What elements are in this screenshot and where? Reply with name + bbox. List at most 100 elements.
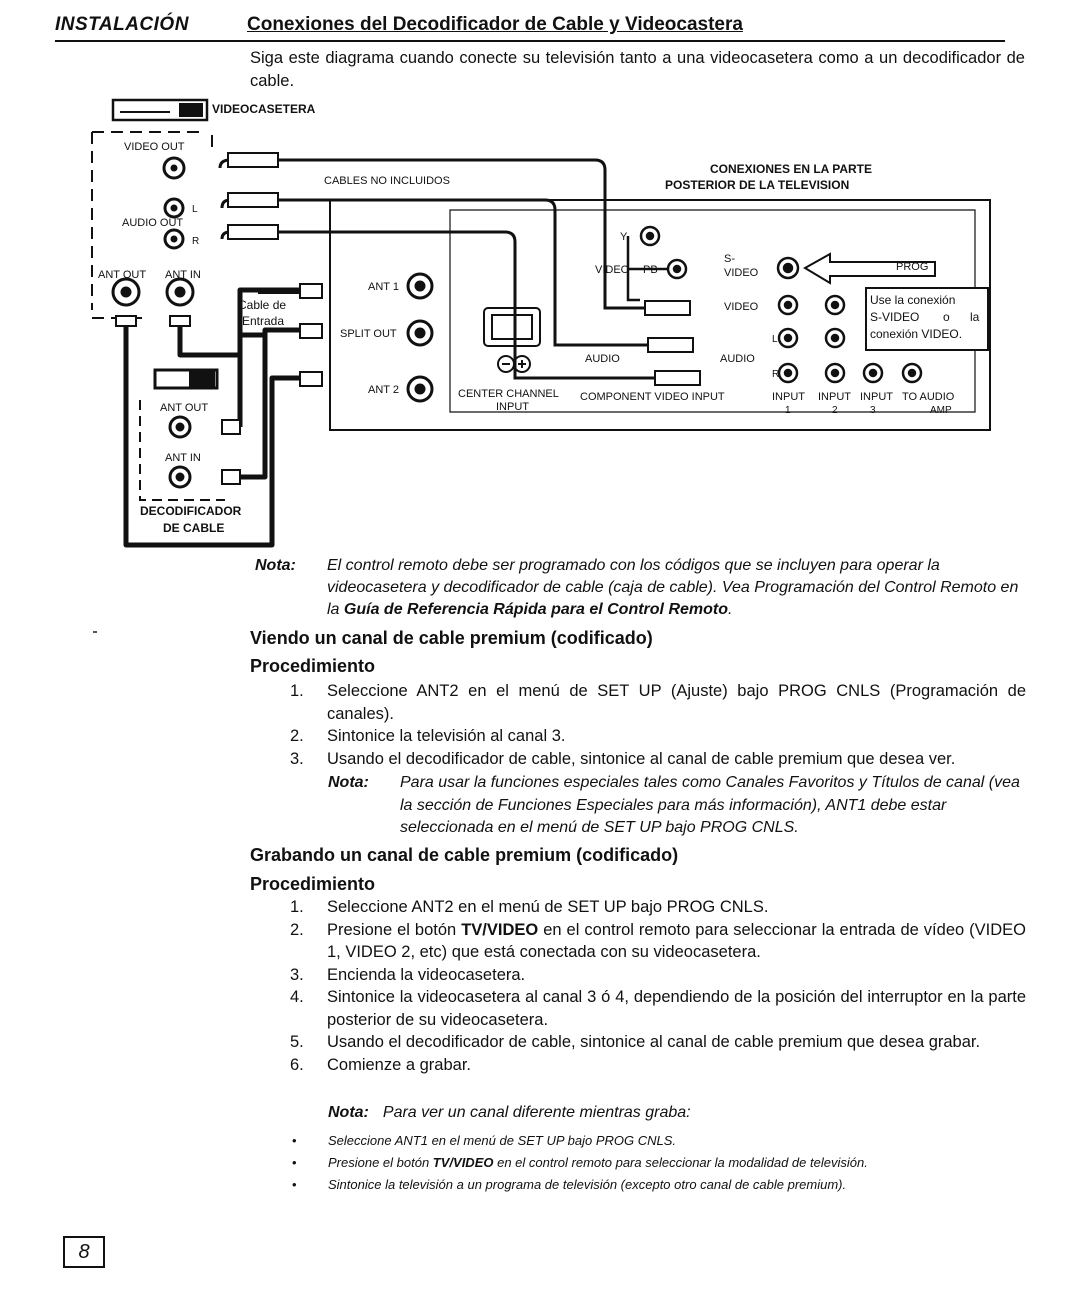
vcr-ant-in-label: ANT IN: [165, 269, 201, 281]
bullet-text: Seleccione ANT1 en el menú de SET UP baj…: [328, 1133, 677, 1148]
list-item: 2. Sintonice la televisión al canal 3.: [270, 725, 1026, 748]
prog-label: PROG: [896, 261, 928, 273]
list-item: Presione el botón TV/VIDEO en el control…: [290, 1152, 868, 1174]
s-video-label-2: VIDEO: [724, 267, 759, 279]
input-1-number: 1: [785, 405, 791, 416]
section2-procedure: Procedimiento: [250, 874, 376, 894]
component-pb-label: PB: [643, 264, 658, 276]
list-item: 3.Usando el decodificador de cable, sint…: [270, 748, 1026, 771]
step-text: Comienze a grabar.: [327, 1055, 471, 1074]
step-text: Sintonice la videocasetera al canal 3 ó …: [327, 988, 1026, 1029]
note-text: El control remoto debe ser programado co…: [327, 557, 1019, 618]
prog-arrow: [803, 252, 936, 285]
vcr-ant-out-jack: [111, 277, 141, 307]
decoder-ant-out-jack: [168, 415, 192, 439]
step-number: 6.: [290, 1055, 304, 1074]
section1-note: Nota: Para usar la funciones especiales …: [328, 772, 1028, 840]
list-item: 4. Sintonice la videocasetera al canal 3 …: [270, 986, 1026, 1031]
connection-diagram: VIDEOCASETERA VIDEO OUT L AUDIO OUT R AN…: [91, 98, 991, 548]
list-item: 2. Presione el botón TV/VIDEO en el contr…: [270, 919, 1026, 964]
vcr-ant-out-label: ANT OUT: [98, 269, 146, 281]
step-number: 4.: [290, 988, 304, 1006]
input-2-label: INPUT: [818, 391, 851, 403]
list-item: 5.Usando el decodificador de cable, sint…: [270, 1031, 1026, 1054]
component-y-jack: [639, 225, 661, 247]
center-channel-terminal: [483, 307, 541, 347]
component-y-label: Y: [620, 231, 628, 243]
bullet-bold: TV/VIDEO: [432, 1155, 494, 1170]
callout-box: [865, 287, 989, 351]
ant2-label: ANT 2: [368, 384, 399, 396]
audio-l-input-1-jack: [777, 327, 799, 349]
audio-amp-out-jack: [901, 362, 923, 384]
section2-bullets: Seleccione ANT1 en el menú de SET UP baj…: [290, 1130, 868, 1196]
input-2-number: 2: [832, 405, 838, 416]
step-text: Seleccione ANT2 en el menú de SET UP (Aj…: [327, 682, 1026, 723]
ant1-label: ANT 1: [368, 281, 399, 293]
page-number: 8: [63, 1236, 105, 1268]
component-video-label: VIDEO: [595, 264, 630, 276]
step-text: Encienda la videocasetera.: [327, 965, 526, 984]
page-header: INSTALACIÓN Conexiones del Decodificador…: [55, 14, 1005, 42]
step-number: 1.: [290, 898, 304, 916]
decoder-label-1: DECODIFICADOR: [140, 504, 242, 518]
callout-line-2b: o: [943, 310, 950, 324]
decoder-label-2: DE CABLE: [163, 521, 224, 535]
section2-steps: 1.Seleccione ANT2 en el menú de SET UP b…: [270, 896, 1026, 1076]
decoder-ant-in-jack: [168, 465, 192, 489]
audio-l-label: L: [192, 204, 198, 215]
s-video-label-1: S-: [724, 253, 735, 265]
section1-steps: 1.Seleccione ANT2 en el menú de SET UP (…: [270, 680, 1026, 770]
step-number: 2.: [290, 727, 304, 745]
callout-line-3: conexión VIDEO.: [870, 327, 962, 341]
callout-line-1: Use la conexión: [870, 293, 955, 307]
component-audio-label: AUDIO: [585, 353, 620, 365]
step-number: 2.: [290, 920, 304, 939]
step-text: Sintonice la televisión al canal 3.: [327, 727, 566, 745]
rca-cables: [218, 158, 655, 380]
decoder-icon: [153, 368, 219, 390]
video-input-label: VIDEO: [724, 301, 759, 313]
list-item: 1.Seleccione ANT2 en el menú de SET UP (…: [270, 680, 1026, 725]
step-text: Presione el botón: [327, 920, 462, 939]
tv-rear-panel: [329, 199, 991, 431]
audio-input-label: AUDIO: [720, 353, 755, 365]
audio-amp-label-1: TO AUDIO: [902, 391, 955, 403]
audio-input-3-jack: [862, 362, 884, 384]
tv-ant1-jack: [406, 272, 434, 300]
s-video-jack: [776, 256, 800, 280]
vcr-label: VIDEOCASETERA: [212, 102, 316, 116]
section2-heading: Grabando un canal de cable premium (codi…: [250, 845, 679, 865]
audio-l-input-2-jack: [824, 327, 846, 349]
video-out-label: VIDEO OUT: [124, 141, 185, 153]
note-label: Nota:: [328, 1104, 369, 1121]
remote-note: Nota: El control remoto debe ser program…: [255, 555, 1030, 621]
section1-procedure: Procedimiento: [250, 656, 376, 676]
cables-not-included-label: CABLES NO INCLUIDOS: [324, 175, 450, 187]
note-label: Nota:: [255, 557, 296, 574]
center-channel-label-1: CENTER CHANNEL: [458, 388, 559, 400]
audio-r-input-2-jack: [824, 362, 846, 384]
center-channel-label-2: INPUT: [496, 401, 529, 413]
note-text: Para usar la funciones especiales tales …: [400, 774, 1020, 836]
note-text: Para ver un canal diferente mientras gra…: [382, 1104, 691, 1121]
vcr-audio-r-jack: [163, 228, 185, 250]
video-input-1-jack: [777, 294, 799, 316]
section-title: INSTALACIÓN: [55, 14, 189, 35]
step-bold: TV/VIDEO: [461, 920, 539, 939]
video-input-2-jack: [824, 294, 846, 316]
section2-note: Nota: Para ver un canal diferente mientra…: [328, 1104, 691, 1122]
note-end: .: [728, 601, 733, 618]
step-number: 3.: [290, 749, 304, 768]
cable-input-label-1: Cable de: [238, 298, 286, 312]
audio-amp-label-2: AMP: [930, 405, 952, 416]
callout-line-2a: S-VIDEO: [870, 310, 919, 324]
margin-mark: [93, 631, 97, 633]
intro-paragraph: Siga este diagrama cuando conecte su tel…: [250, 49, 1025, 90]
list-item: 3.Encienda la videocasetera.: [270, 964, 1026, 987]
step-text-end: en el control remoto para seleccionar la…: [327, 920, 1026, 962]
step-text: Usando el decodificador de cable, sinton…: [327, 1033, 981, 1051]
bullet-text: Sintonice la televisión a un programa de…: [328, 1177, 847, 1192]
decoder-ant-in-label: ANT IN: [165, 452, 201, 464]
callout-line-2c: la: [970, 310, 980, 324]
